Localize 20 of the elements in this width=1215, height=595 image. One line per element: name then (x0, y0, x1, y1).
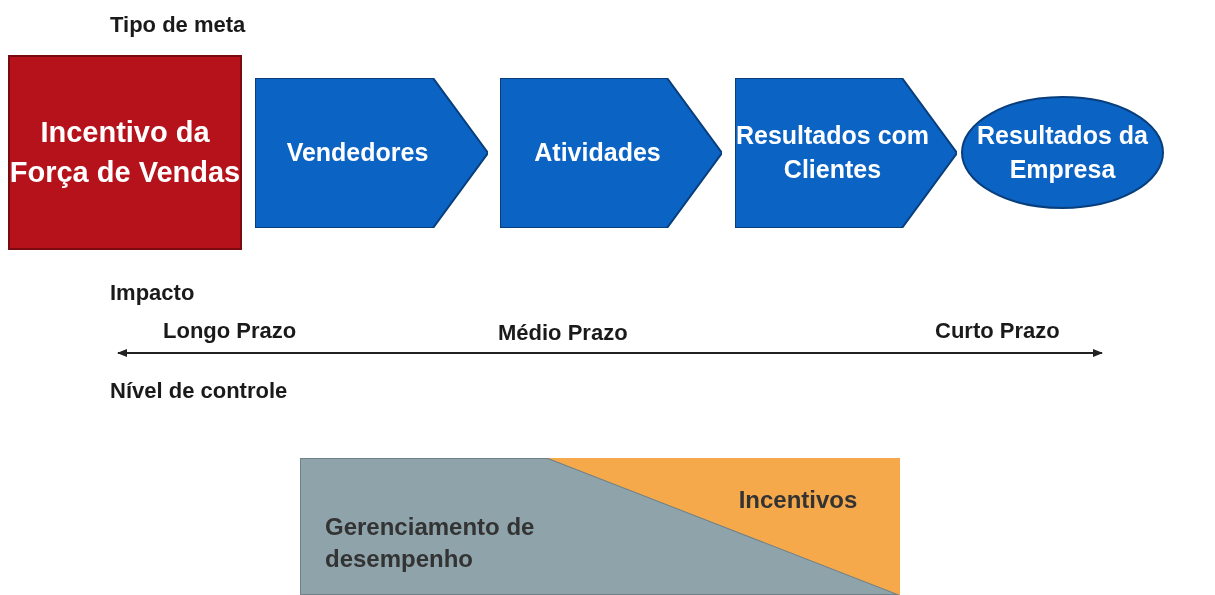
chevron-shape (500, 78, 722, 228)
axis-label: Curto Prazo (935, 318, 1060, 344)
node-label: Gerenciamento de desempenho (325, 511, 536, 574)
incentive-box (8, 55, 242, 250)
node-label: Incentivos (737, 485, 859, 516)
axis-label: Médio Prazo (498, 320, 628, 346)
node-label: Resultados da Empresa (976, 119, 1149, 185)
chevron-shape (735, 78, 957, 228)
incentive-area (548, 458, 900, 595)
ellipse-shape (960, 95, 1165, 210)
node-label: Atividades (533, 137, 662, 169)
node-label: Incentivo da Força de Vendas (8, 115, 242, 190)
section-heading: Tipo de meta (110, 12, 246, 38)
section-heading: Impacto (110, 280, 195, 306)
node-label: Resultados com Clientes (735, 120, 930, 185)
node-label: Vendedores (285, 137, 430, 169)
chevron-shape (255, 78, 488, 228)
performance-area (300, 458, 900, 595)
axis-label: Longo Prazo (163, 318, 297, 344)
section-heading: Nível de controle (110, 378, 288, 404)
